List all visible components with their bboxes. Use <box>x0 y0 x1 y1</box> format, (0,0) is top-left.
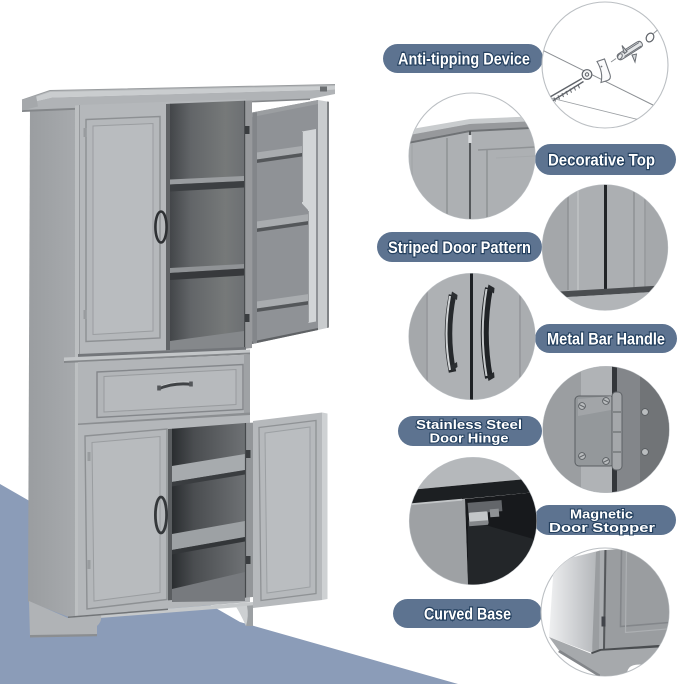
svg-text:Curved Base: Curved Base <box>424 605 511 624</box>
svg-text:Anti-tipping Device: Anti-tipping Device <box>398 50 530 69</box>
svg-text:Striped Door Pattern: Striped Door Pattern <box>388 238 531 257</box>
svg-text:Metal Bar Handle: Metal Bar Handle <box>547 330 665 349</box>
svg-text:Decorative Top: Decorative Top <box>548 151 655 170</box>
svg-text:Door Hinge: Door Hinge <box>430 431 509 446</box>
svg-text:Door Stopper: Door Stopper <box>549 520 655 535</box>
svg-text:Magnetic: Magnetic <box>570 507 633 522</box>
svg-text:Stainless Steel: Stainless Steel <box>416 417 522 432</box>
